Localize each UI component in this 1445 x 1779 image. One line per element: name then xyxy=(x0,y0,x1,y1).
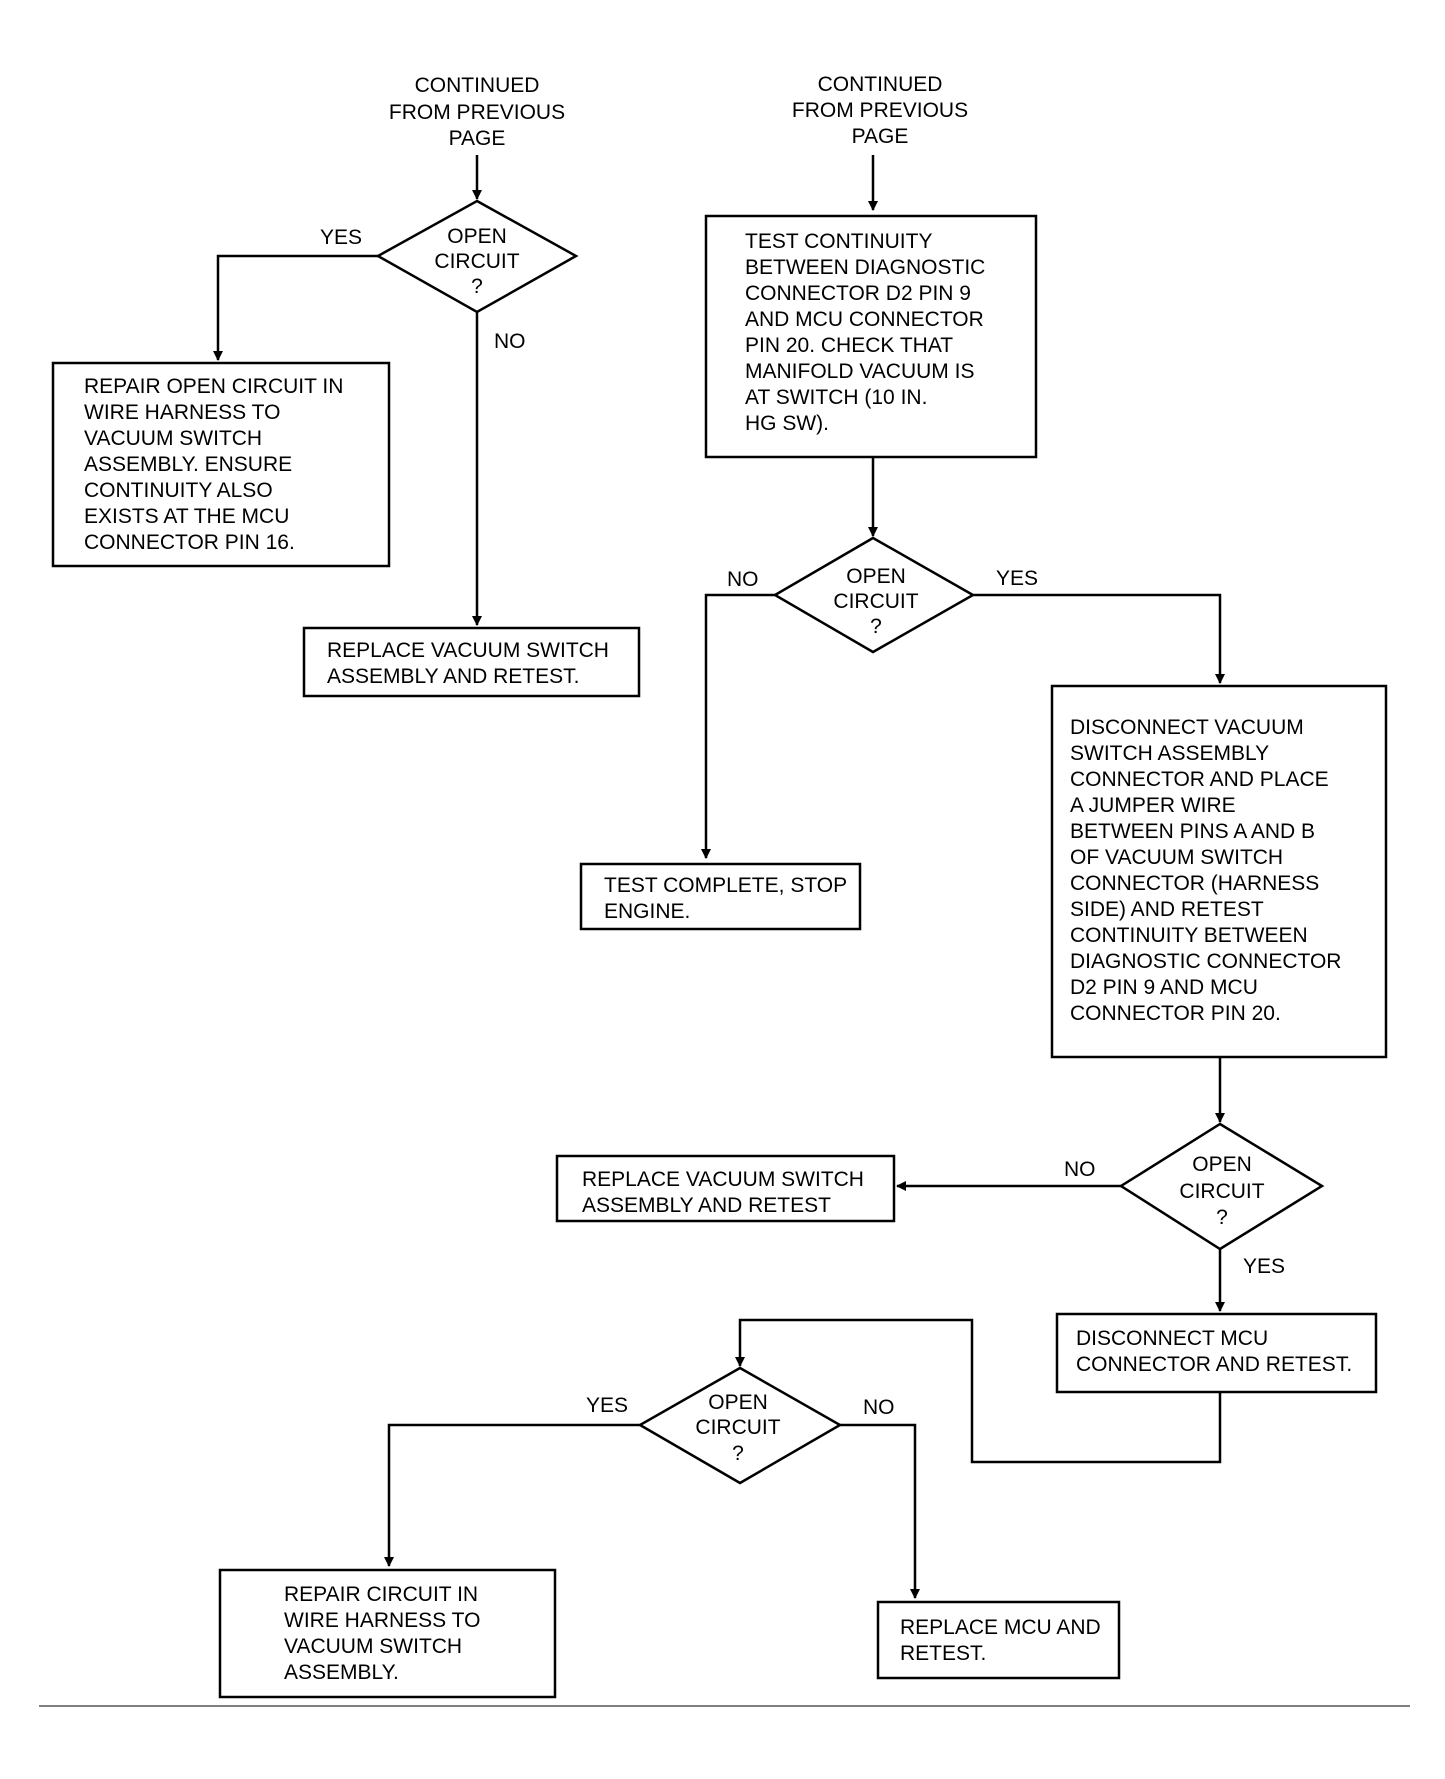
repair-open-circuit-line-7: CONNECTOR PIN 16. xyxy=(84,531,295,554)
decision-open-circuit-1: OPEN CIRCUIT ? xyxy=(375,199,579,314)
decision-3-line-1: OPEN xyxy=(1192,1153,1252,1176)
continued-from-previous-left: CONTINUED FROM PREVIOUS PAGE xyxy=(389,74,565,150)
decision-4-line-2: CIRCUIT xyxy=(695,1416,780,1439)
test-continuity-line-8: HG SW). xyxy=(745,412,829,435)
test-continuity-line-3: CONNECTOR D2 PIN 9 xyxy=(745,282,971,305)
box-test-continuity: TEST CONTINUITY BETWEEN DIAGNOSTIC CONNE… xyxy=(704,214,1038,459)
disconnect-switch-line-9: CONTINUITY BETWEEN xyxy=(1070,924,1308,947)
box-replace-vacuum-switch-1: REPLACE VACUUM SWITCH ASSEMBLY AND RETES… xyxy=(302,626,641,698)
continued-from-previous-right: CONTINUED FROM PREVIOUS PAGE xyxy=(792,73,968,148)
disconnect-switch-line-3: CONNECTOR AND PLACE xyxy=(1070,768,1329,791)
replace-switch-2-line-1: REPLACE VACUUM SWITCH xyxy=(582,1168,864,1191)
disconnect-mcu-line-1: DISCONNECT MCU xyxy=(1076,1327,1268,1350)
replace-mcu-line-2: RETEST. xyxy=(900,1642,986,1665)
decision-1-line-2: CIRCUIT xyxy=(434,250,519,273)
decision-4-line-3: ? xyxy=(732,1442,744,1465)
replace-switch-1-line-1: REPLACE VACUUM SWITCH xyxy=(327,639,609,662)
decision-open-circuit-3: OPEN CIRCUIT ? xyxy=(1118,1122,1325,1251)
disconnect-switch-line-8: SIDE) AND RETEST xyxy=(1070,898,1264,921)
decision-1-line-3: ? xyxy=(471,275,483,298)
connector-lines xyxy=(213,155,1225,1599)
decision-4-yes-label: YES xyxy=(586,1394,628,1417)
arrow-decision-2-yes xyxy=(973,593,1225,684)
disconnect-switch-line-1: DISCONNECT VACUUM xyxy=(1070,716,1304,739)
repair-open-circuit-line-2: WIRE HARNESS TO xyxy=(84,401,280,424)
replace-switch-2-line-2: ASSEMBLY AND RETEST xyxy=(582,1194,831,1217)
replace-mcu-line-1: REPLACE MCU AND xyxy=(900,1616,1101,1639)
continued-right-line-2: FROM PREVIOUS xyxy=(792,99,968,122)
box-disconnect-mcu: DISCONNECT MCU CONNECTOR AND RETEST. xyxy=(1055,1312,1378,1394)
repair-circuit-line-2: WIRE HARNESS TO xyxy=(284,1609,480,1632)
decision-1-line-1: OPEN xyxy=(447,225,507,248)
decision-3-no-label: NO xyxy=(1064,1158,1096,1181)
arrow-decision-4-no xyxy=(840,1423,920,1599)
test-continuity-line-4: AND MCU CONNECTOR xyxy=(745,308,984,331)
disconnect-switch-line-6: OF VACUUM SWITCH xyxy=(1070,846,1283,869)
box-replace-mcu: REPLACE MCU AND RETEST. xyxy=(876,1600,1121,1680)
replace-switch-1-line-2: ASSEMBLY AND RETEST. xyxy=(327,665,579,688)
continued-right-line-3: PAGE xyxy=(852,125,909,148)
decision-3-line-2: CIRCUIT xyxy=(1179,1180,1264,1203)
box-repair-open-circuit: REPAIR OPEN CIRCUIT IN WIRE HARNESS TO V… xyxy=(51,361,391,568)
repair-open-circuit-line-5: CONTINUITY ALSO xyxy=(84,479,273,502)
decision-2-line-2: CIRCUIT xyxy=(833,590,918,613)
continued-right-line-1: CONTINUED xyxy=(818,73,943,96)
test-continuity-line-7: AT SWITCH (10 IN. xyxy=(745,386,927,409)
decision-1-yes-label: YES xyxy=(320,226,362,249)
disconnect-switch-line-11: D2 PIN 9 AND MCU xyxy=(1070,976,1258,999)
disconnect-switch-line-12: CONNECTOR PIN 20. xyxy=(1070,1002,1281,1025)
decision-4-no-label: NO xyxy=(863,1396,895,1419)
arrow-decision-1-yes xyxy=(213,254,378,361)
test-continuity-line-6: MANIFOLD VACUUM IS xyxy=(745,360,974,383)
continued-left-line-2: FROM PREVIOUS xyxy=(389,101,565,124)
repair-circuit-line-3: VACUUM SWITCH xyxy=(284,1635,462,1658)
repair-circuit-line-4: ASSEMBLY. xyxy=(284,1661,399,1684)
continued-left-line-1: CONTINUED xyxy=(415,74,540,97)
disconnect-mcu-line-2: CONNECTOR AND RETEST. xyxy=(1076,1353,1352,1376)
test-continuity-line-5: PIN 20. CHECK THAT xyxy=(745,334,953,357)
box-disconnect-vacuum-switch: DISCONNECT VACUUM SWITCH ASSEMBLY CONNEC… xyxy=(1050,684,1388,1059)
box-repair-circuit: REPAIR CIRCUIT IN WIRE HARNESS TO VACUUM… xyxy=(218,1568,557,1699)
disconnect-switch-line-5: BETWEEN PINS A AND B xyxy=(1070,820,1315,843)
arrow-disconnect-mcu-loop xyxy=(735,1318,1222,1464)
decision-3-yes-label: YES xyxy=(1243,1255,1285,1278)
arrow-decision-2-no xyxy=(701,593,775,859)
decision-2-line-1: OPEN xyxy=(846,565,906,588)
test-complete-line-2: ENGINE. xyxy=(604,900,690,923)
decision-1-no-label: NO xyxy=(494,330,526,353)
decision-2-yes-label: YES xyxy=(996,567,1038,590)
decision-4-line-1: OPEN xyxy=(708,1391,768,1414)
decision-open-circuit-2: OPEN CIRCUIT ? xyxy=(772,536,976,654)
box-replace-vacuum-switch-2: REPLACE VACUUM SWITCH ASSEMBLY AND RETES… xyxy=(555,1154,896,1223)
decision-open-circuit-4: OPEN CIRCUIT ? xyxy=(637,1366,843,1485)
repair-open-circuit-line-3: VACUUM SWITCH xyxy=(84,427,262,450)
repair-circuit-line-1: REPAIR CIRCUIT IN xyxy=(284,1583,478,1606)
arrow-decision-4-yes xyxy=(384,1423,640,1567)
repair-open-circuit-line-6: EXISTS AT THE MCU xyxy=(84,505,289,528)
disconnect-switch-line-10: DIAGNOSTIC CONNECTOR xyxy=(1070,950,1341,973)
disconnect-switch-line-2: SWITCH ASSEMBLY xyxy=(1070,742,1269,765)
decision-2-no-label: NO xyxy=(727,568,759,591)
disconnect-switch-line-4: A JUMPER WIRE xyxy=(1070,794,1236,817)
decision-3-line-3: ? xyxy=(1216,1206,1228,1229)
continued-left-line-3: PAGE xyxy=(449,127,506,150)
test-continuity-line-1: TEST CONTINUITY xyxy=(745,230,932,253)
repair-open-circuit-line-4: ASSEMBLY. ENSURE xyxy=(84,453,292,476)
test-continuity-line-2: BETWEEN DIAGNOSTIC xyxy=(745,256,985,279)
decision-2-line-3: ? xyxy=(870,615,882,638)
box-test-complete: TEST COMPLETE, STOP ENGINE. xyxy=(579,862,862,931)
test-complete-line-1: TEST COMPLETE, STOP xyxy=(604,874,847,897)
repair-open-circuit-line-1: REPAIR OPEN CIRCUIT IN xyxy=(84,375,343,398)
disconnect-switch-line-7: CONNECTOR (HARNESS xyxy=(1070,872,1319,895)
